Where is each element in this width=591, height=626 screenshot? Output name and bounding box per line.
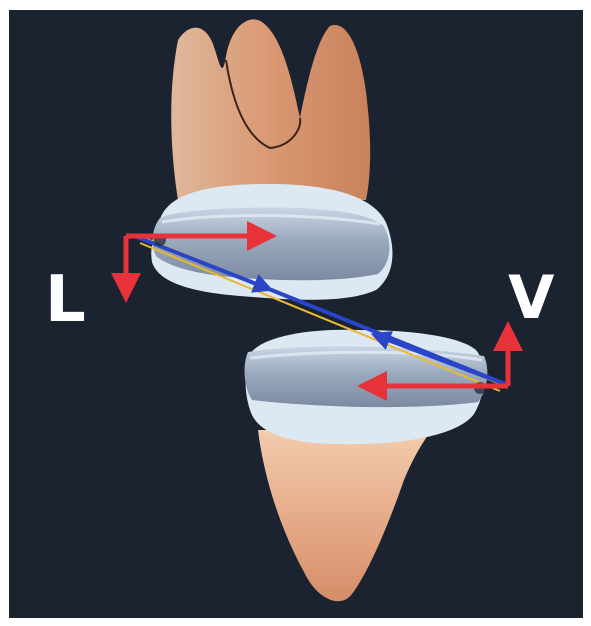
lingual-label: L xyxy=(45,268,86,332)
upper-tooth-crown xyxy=(151,184,392,300)
lower-tooth-root xyxy=(258,430,432,601)
upper-tooth-root xyxy=(171,19,370,200)
vestibular-label: V xyxy=(508,268,554,328)
